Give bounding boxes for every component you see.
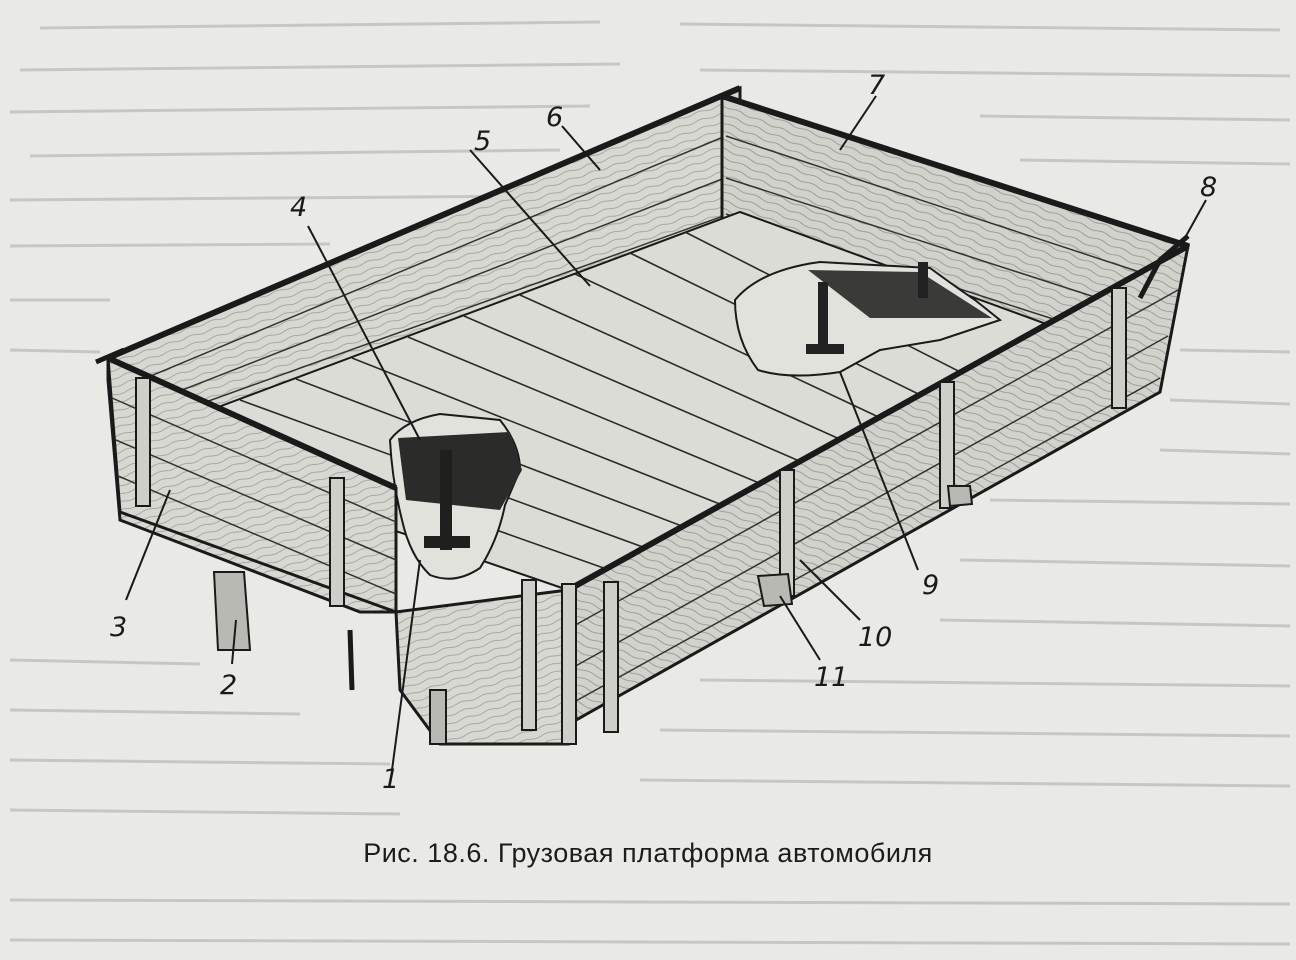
side-straps [135,287,1127,733]
cross-beam-support [212,571,252,651]
callout-10: 10 [858,622,892,653]
callout-labels: 1 2 3 4 5 6 7 8 9 10 11 [110,70,1217,795]
callout-4: 4 [290,192,307,223]
callout-3: 3 [110,612,127,643]
side-hinge-support [756,572,794,608]
callout-1: 1 [382,764,399,795]
callout-2: 2 [220,670,237,701]
callout-9: 9 [922,570,939,601]
callout-11: 11 [814,662,848,693]
callout-8: 8 [1200,172,1217,203]
tailgate-hook [1137,234,1190,300]
callout-5: 5 [474,126,491,157]
figure-caption: Рис. 18.6. Грузовая платформа автомобиля [363,838,933,868]
callout-7: 7 [868,70,885,101]
callout-6: 6 [546,102,563,133]
